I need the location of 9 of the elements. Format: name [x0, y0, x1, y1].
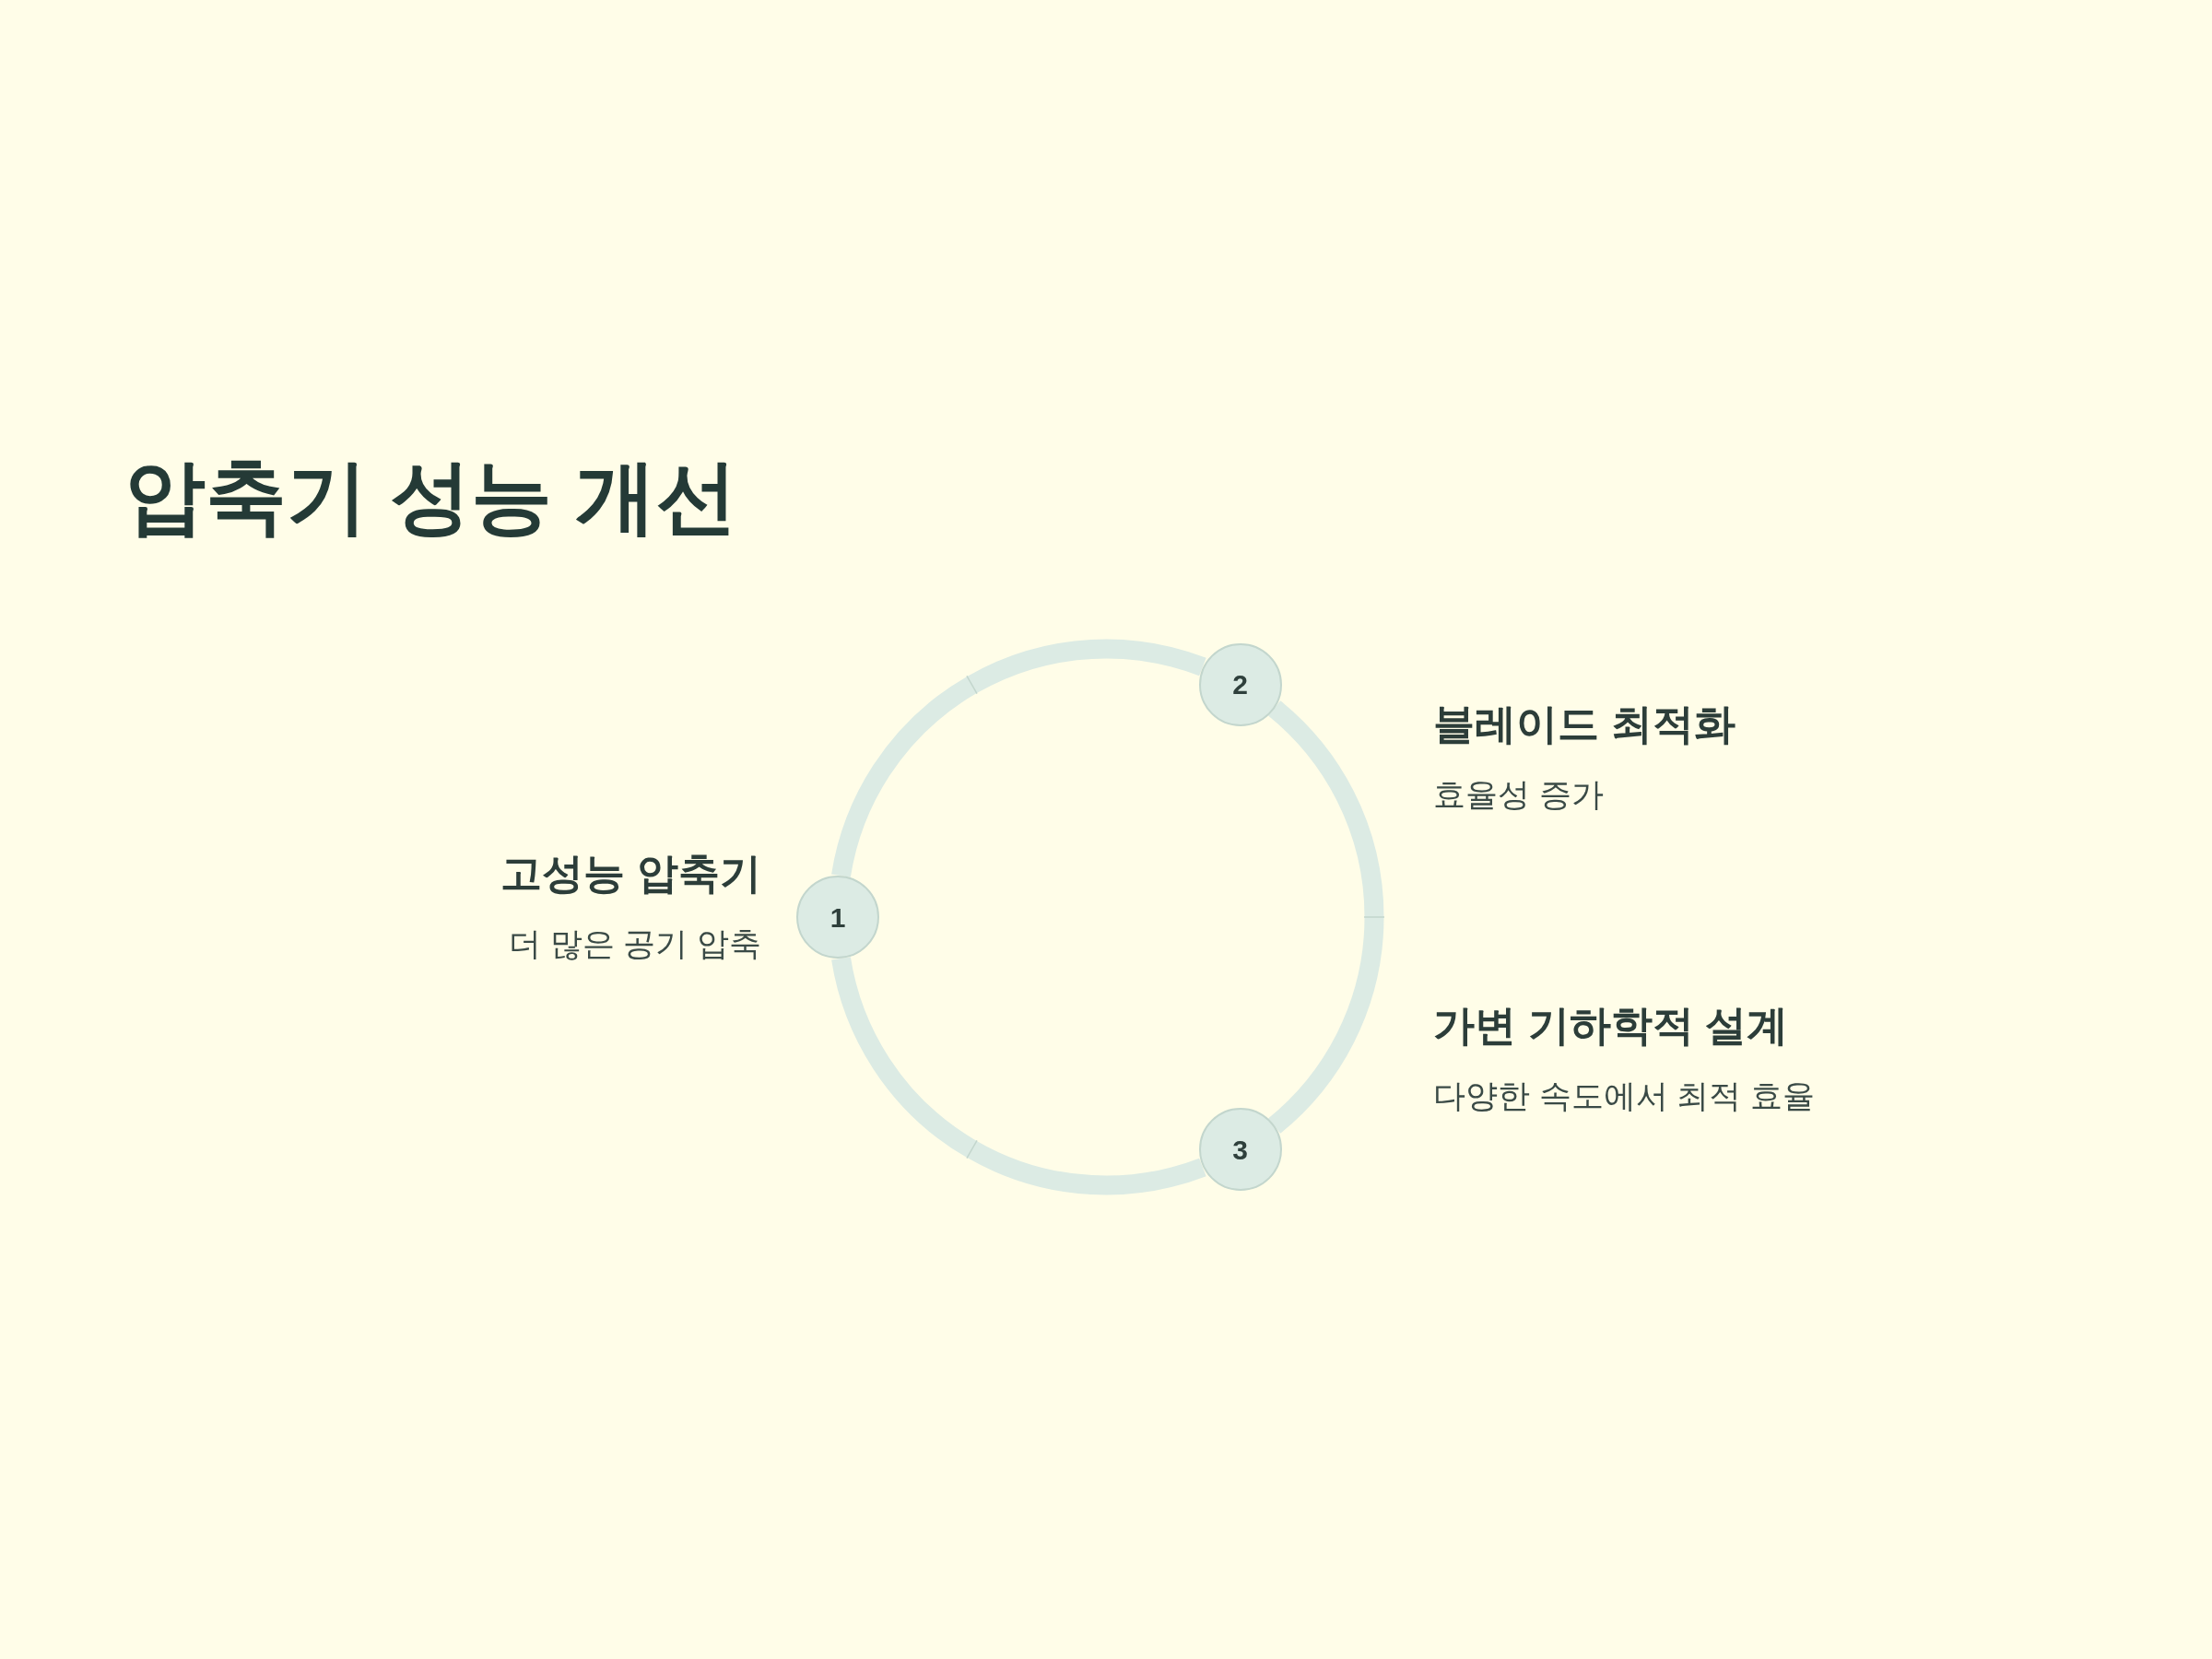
ring-arc-connector — [831, 639, 1206, 878]
step-heading: 고성능 압축기 — [500, 849, 761, 899]
ring-arc-connector — [1267, 700, 1384, 1134]
step-description: 다양한 속도에서 최적 효율 — [1433, 1077, 1817, 1116]
step-description: 효율성 증가 — [1433, 775, 1605, 815]
diagram-title: 압축기 성능 개선 — [124, 456, 737, 537]
step-heading: 가변 기하학적 설계 — [1433, 1001, 1789, 1051]
step-heading: 블레이드 최적화 — [1433, 700, 1736, 749]
step-description: 더 많은 공기 압축 — [508, 924, 761, 964]
